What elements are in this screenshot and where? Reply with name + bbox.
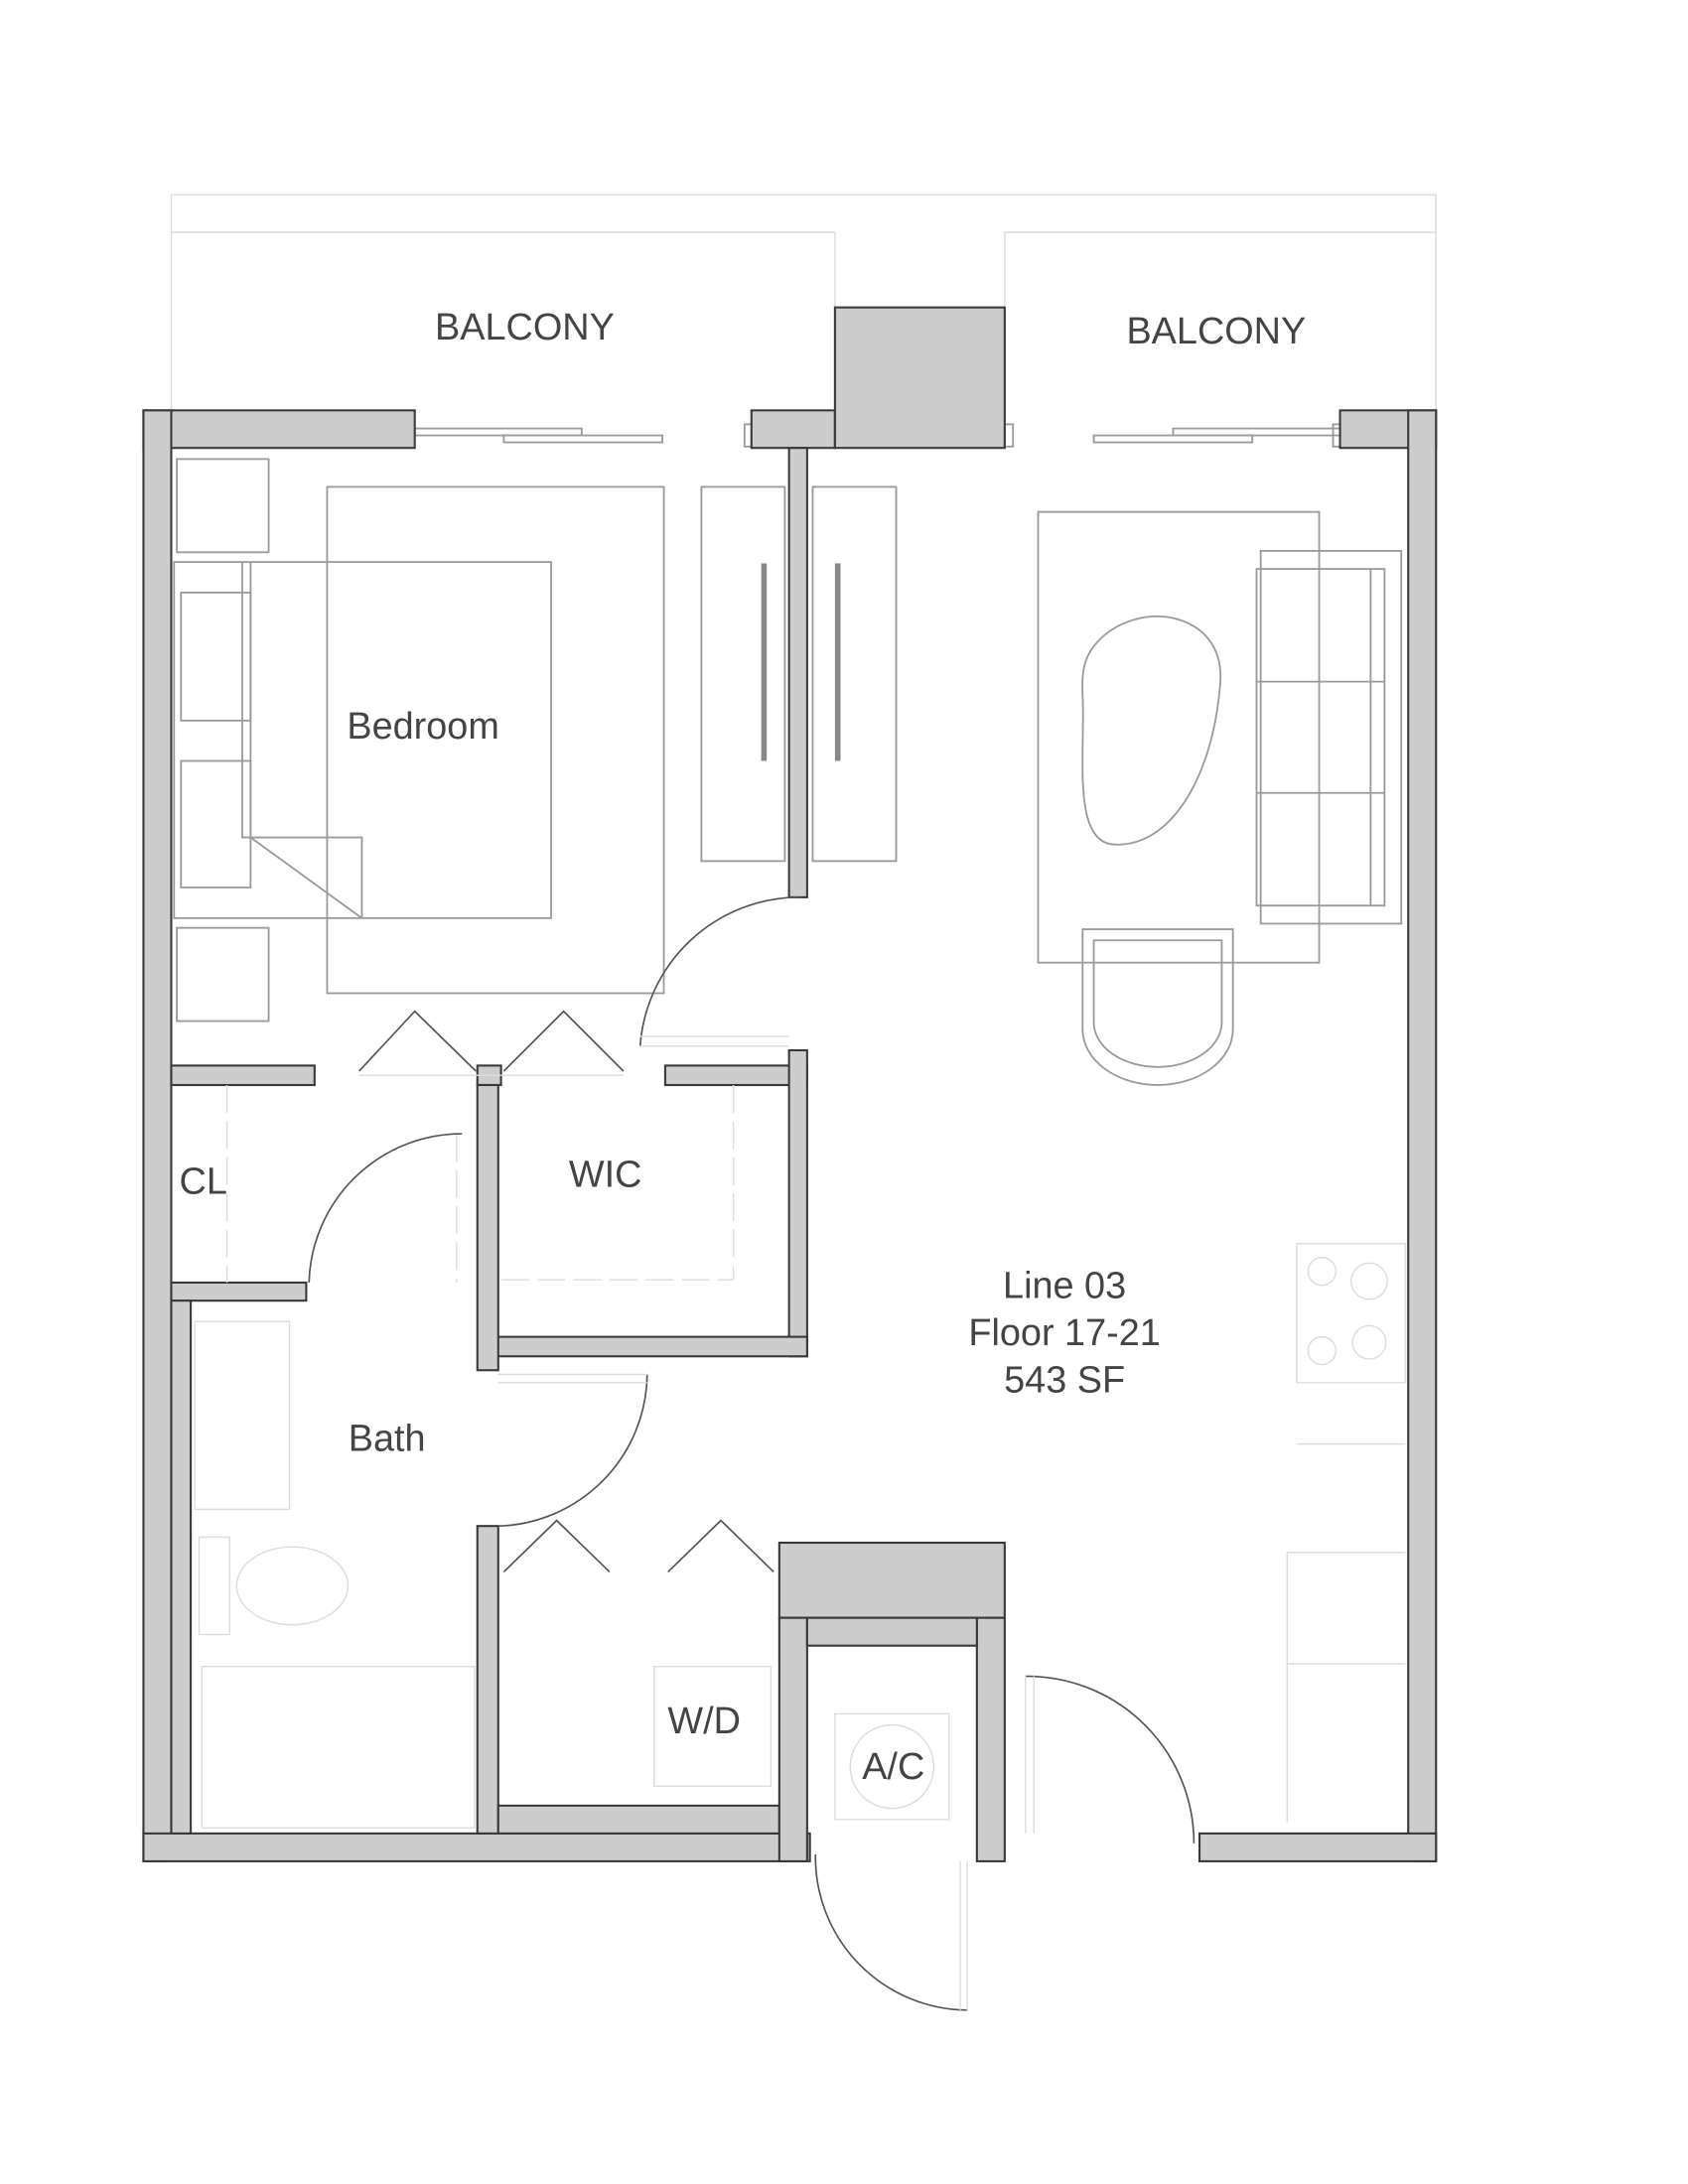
bedroom-furniture (173, 458, 898, 1023)
label-balcony-right: BALCONY (1126, 311, 1306, 352)
ac-door (814, 1853, 968, 2011)
toilet (235, 1546, 350, 1626)
living-furniture (1037, 510, 1403, 1086)
coffee-table (1081, 615, 1221, 846)
label-bedroom: Bedroom (347, 706, 499, 748)
label-bath: Bath (349, 1419, 426, 1460)
balcony-outline (170, 194, 1437, 411)
entry-door (1025, 1675, 1196, 1843)
rug (1037, 510, 1321, 964)
bifold-door-wd (502, 1519, 774, 1573)
label-balcony-left: BALCONY (435, 307, 615, 348)
toilet-tank (198, 1536, 231, 1636)
kitchen (1286, 1243, 1407, 1823)
closet-door (308, 1133, 463, 1283)
sofa (1259, 549, 1403, 925)
sliding-door-left[interactable] (413, 423, 753, 448)
unit-floor: Floor 17-21 (968, 1312, 1160, 1354)
closet-rods (225, 1084, 735, 1283)
tub (201, 1666, 476, 1829)
label-wd: W/D (667, 1701, 741, 1742)
bedroom-door (638, 895, 799, 1046)
washer-dryer (653, 1666, 773, 1787)
vanity (194, 1320, 291, 1511)
unit-line: Line 03 (1003, 1265, 1126, 1306)
label-closet: CL (180, 1160, 227, 1202)
label-ac: A/C (862, 1746, 924, 1788)
walls (142, 306, 1438, 1862)
doors[interactable] (308, 895, 1196, 2011)
label-wic: WIC (569, 1154, 642, 1195)
bath-fixtures (194, 1320, 950, 1829)
bath-door (497, 1374, 648, 1528)
sliding-door-right[interactable] (1003, 423, 1341, 448)
unit-area: 543 SF (1004, 1360, 1125, 1402)
room-labels: BALCONY BALCONY Bedroom CL WIC Bath W/D … (180, 307, 1307, 1788)
armchair (1081, 928, 1234, 1086)
bifold-door-closet (358, 1010, 625, 1072)
cooktop (1296, 1243, 1407, 1384)
